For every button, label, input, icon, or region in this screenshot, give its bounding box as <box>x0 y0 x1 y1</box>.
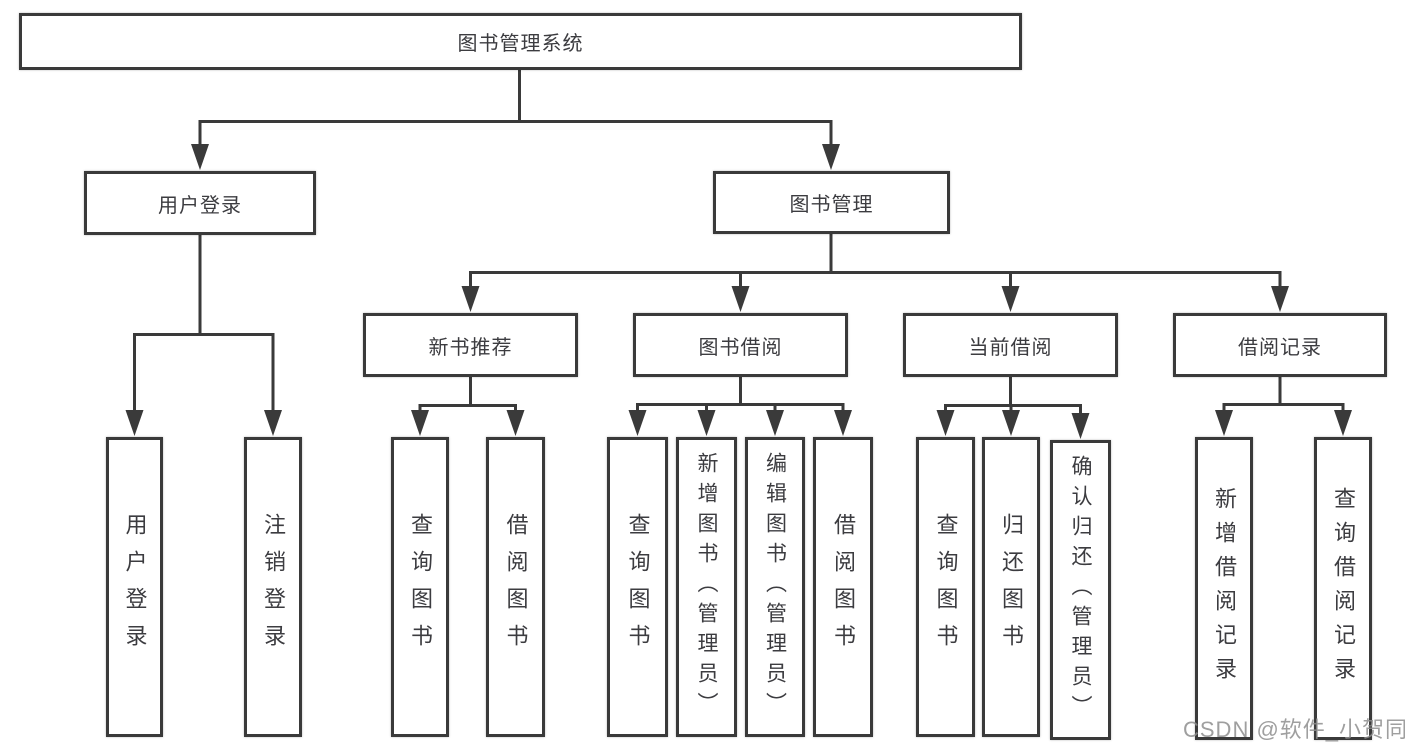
node-label: 用户登录 <box>122 513 148 661</box>
leaf-query-books-current: 查询图书 <box>916 437 975 737</box>
node-label: 借阅图书 <box>503 513 529 661</box>
leaf-borrow-books-borrowing: 借阅图书 <box>813 437 873 737</box>
node-user-login: 用户登录 <box>84 171 316 235</box>
node-label: 编辑图书（管理员） <box>763 452 787 722</box>
leaf-query-books-recommend: 查询图书 <box>391 437 449 737</box>
leaf-add-book-admin: 新增图书（管理员） <box>676 437 737 737</box>
leaf-return-books: 归还图书 <box>982 437 1040 737</box>
node-label: 图书管理系统 <box>457 33 584 55</box>
leaf-borrow-books-recommend: 借阅图书 <box>486 437 545 737</box>
leaf-query-borrow-record: 查询借阅记录 <box>1314 437 1372 740</box>
node-library-system: 图书管理系统 <box>19 13 1022 70</box>
node-label: 新增借阅记录 <box>1212 486 1237 691</box>
leaf-edit-book-admin: 编辑图书（管理员） <box>745 437 805 737</box>
node-label: 确认归还（管理员） <box>1069 455 1092 725</box>
node-label: 借阅记录 <box>1238 336 1322 359</box>
leaf-user-login: 用户登录 <box>106 437 163 737</box>
node-new-book-recommend: 新书推荐 <box>363 313 578 377</box>
node-borrow-records: 借阅记录 <box>1173 313 1387 377</box>
node-book-management: 图书管理 <box>713 171 950 234</box>
leaf-confirm-return-admin: 确认归还（管理员） <box>1050 440 1111 740</box>
node-label: 查询图书 <box>625 513 651 661</box>
node-label: 归还图书 <box>999 513 1024 661</box>
node-label: 查询图书 <box>408 513 433 661</box>
node-label: 注销登录 <box>261 513 286 661</box>
node-label: 借阅图书 <box>831 513 856 661</box>
node-label: 查询图书 <box>933 513 959 661</box>
node-label: 用户登录 <box>158 194 242 217</box>
node-label: 图书管理 <box>789 194 874 216</box>
node-label: 新书推荐 <box>428 336 513 359</box>
leaf-query-books-borrowing: 查询图书 <box>607 437 668 737</box>
arrowhead-icons <box>125 144 1352 439</box>
csdn-watermark: CSDN @软件_小贺同学 <box>1183 717 1405 742</box>
leaf-add-borrow-record: 新增借阅记录 <box>1195 437 1253 740</box>
node-label: 查询借阅记录 <box>1331 486 1356 691</box>
node-book-borrowing: 图书借阅 <box>633 313 848 377</box>
node-label: 新增图书（管理员） <box>695 452 718 722</box>
node-label: 当前借阅 <box>968 336 1053 359</box>
node-current-borrowing: 当前借阅 <box>903 313 1118 377</box>
node-label: 图书借阅 <box>698 336 783 359</box>
leaf-logout-login: 注销登录 <box>244 437 302 737</box>
